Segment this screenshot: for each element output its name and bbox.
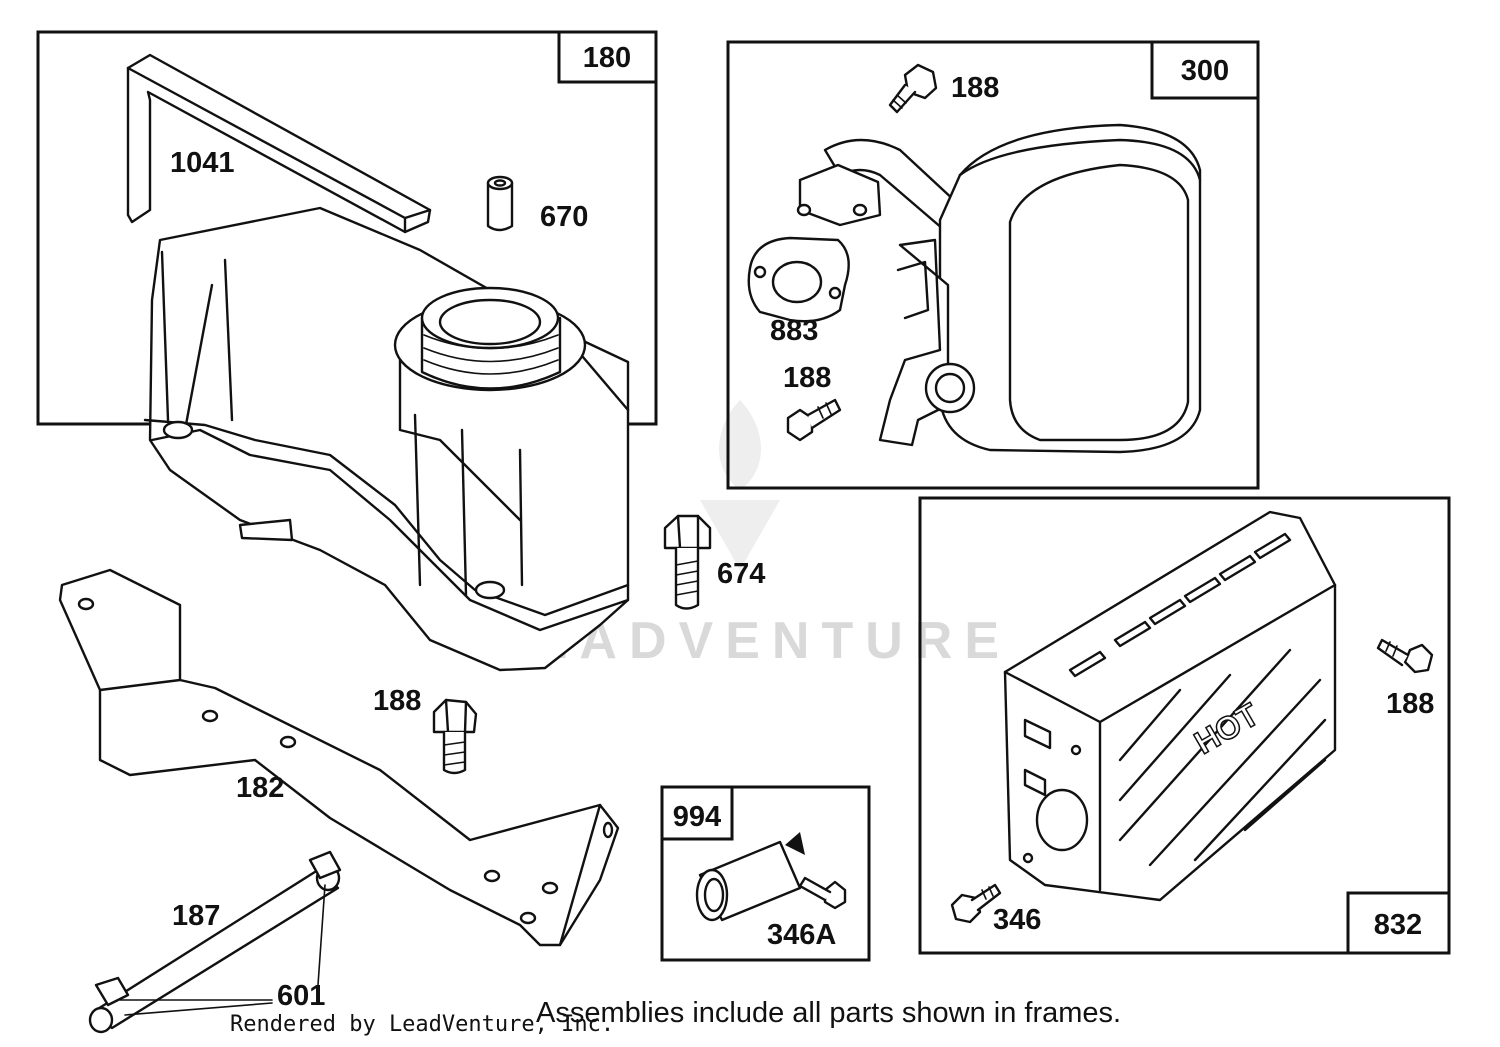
callout-188-low: 188 (373, 685, 421, 717)
frame-300-label: 300 (1181, 55, 1229, 87)
callout-346: 346 (993, 904, 1041, 936)
callout-601: 601 (277, 980, 325, 1012)
frame-832-label: 832 (1374, 909, 1422, 941)
part-182-bracket (58, 568, 620, 947)
callout-670: 670 (540, 201, 588, 233)
callout-883: 883 (770, 315, 818, 347)
callout-1041: 1041 (170, 147, 235, 179)
frame-994-label: 994 (673, 801, 721, 833)
part-346-screw (950, 883, 1002, 924)
frame-300: 300 (726, 40, 1260, 490)
part-883-gasket (747, 236, 850, 323)
part-188-mid-bolt (786, 398, 842, 442)
part-heat-shield: HOT (1003, 510, 1337, 902)
callout-187: 187 (172, 900, 220, 932)
part-188-top-bolt (888, 63, 938, 114)
part-188-right-bolt (1376, 638, 1434, 674)
callout-188-right: 188 (1386, 688, 1434, 720)
leader-601 (119, 884, 326, 1016)
frame-180: 180 (36, 30, 658, 426)
part-1041-strap (126, 53, 432, 234)
footer-rendered-by: Rendered by LeadVenture, Inc. (230, 1012, 614, 1037)
frame-994: 994 (660, 785, 871, 962)
callout-182: 182 (236, 772, 284, 804)
frame-832: 832 (918, 496, 1451, 955)
part-188-low-bolt (432, 698, 478, 775)
part-674-bolt (663, 514, 712, 610)
part-346A-screw (798, 876, 847, 910)
callout-188-top: 188 (951, 72, 999, 104)
callout-188-mid: 188 (783, 362, 831, 394)
part-187-fuel-line (88, 850, 342, 1034)
callout-346A: 346A (767, 919, 836, 951)
part-fuel-tank (143, 206, 630, 672)
callout-674: 674 (717, 558, 765, 590)
frame-180-label: 180 (583, 42, 631, 74)
part-670-bushing (486, 175, 514, 232)
part-spark-arrestor (695, 832, 805, 922)
footer-assembly-note: Assemblies include all parts shown in fr… (536, 997, 1121, 1029)
part-muffler (796, 123, 1202, 454)
